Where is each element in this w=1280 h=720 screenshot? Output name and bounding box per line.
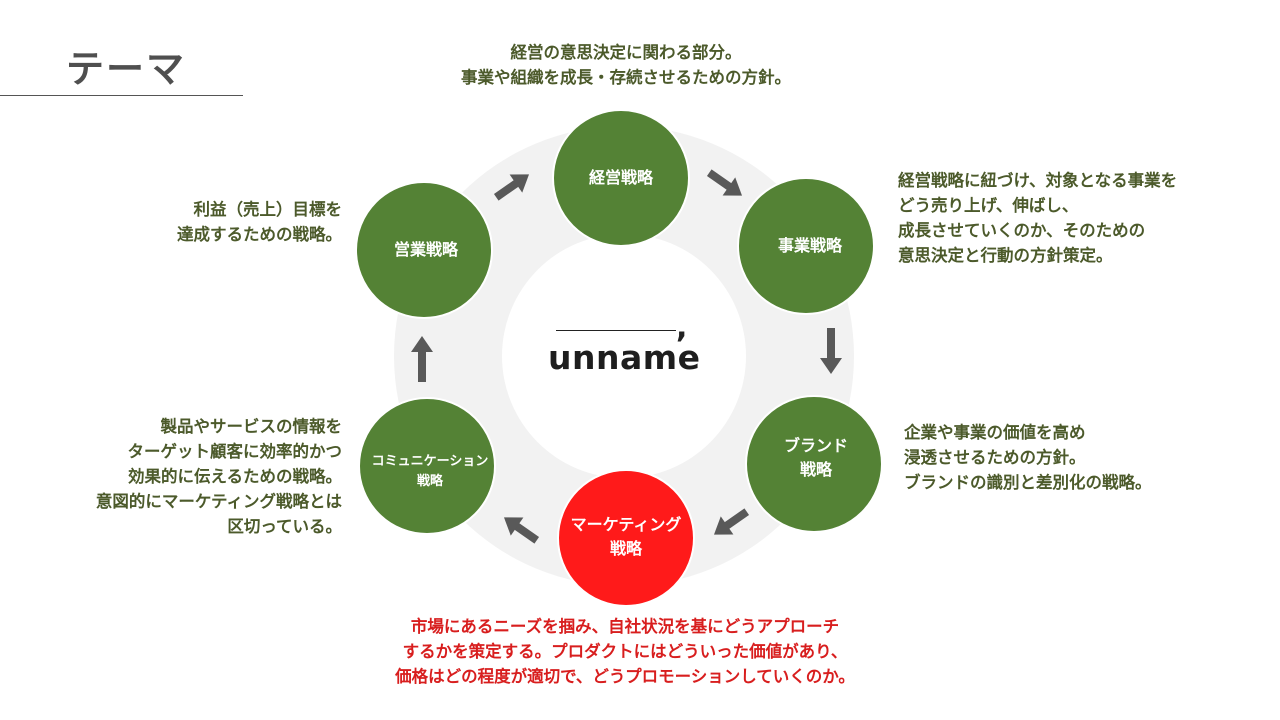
arrow-communication-to-eigyo xyxy=(411,336,433,382)
node-label-keiei: 経営戦略 xyxy=(588,168,654,187)
desc-jigyo: 経営戦略に紐づけ、対象となる事業を どう売り上げ、伸ばし、 成長させていくのか、… xyxy=(898,171,1178,265)
logo-underline-mark xyxy=(556,330,676,331)
page-title: テーマ xyxy=(66,47,187,91)
inner-ring-hole xyxy=(502,234,746,478)
arrow-eigyo-to-keiei xyxy=(493,174,530,201)
node-eigyo[interactable] xyxy=(355,181,493,319)
node-jigyo[interactable] xyxy=(737,177,875,315)
desc-marketing: 市場にあるニーズを掴み、自社状況を基にどうアプローチ するかを策定する。プロダク… xyxy=(395,617,855,686)
desc-brand: 企業や事業の価値を高め 浸透させるための方針。 ブランドの識別と差別化の戦略。 xyxy=(904,423,1152,492)
arrow-keiei-to-jigyo xyxy=(706,169,743,196)
title-underline xyxy=(0,95,243,96)
desc-eigyo: 利益（売上）目標を 達成するための戦略。 xyxy=(177,200,342,244)
node-label-communication: コミュニケーション 戦略 xyxy=(371,454,489,489)
node-marketing[interactable] xyxy=(557,469,695,607)
logo-comma-mark: , xyxy=(676,310,688,345)
node-label-brand: ブランド 戦略 xyxy=(783,436,849,479)
node-label-marketing: マーケティング 戦略 xyxy=(570,515,682,558)
arrow-marketing-to-communication xyxy=(503,517,540,544)
node-label-jigyo: 事業戦略 xyxy=(777,236,843,255)
node-label-eigyo: 営業戦略 xyxy=(393,240,459,259)
desc-communication: 製品やサービスの情報を ターゲット顧客に効率的かつ 効果的に伝えるための戦略。 … xyxy=(95,417,342,536)
arrow-brand-to-marketing xyxy=(713,508,750,535)
node-communication[interactable] xyxy=(358,397,496,535)
node-keiei[interactable] xyxy=(552,109,690,247)
logo-wordmark: unname xyxy=(548,338,701,377)
arrow-jigyo-to-brand xyxy=(820,328,842,374)
unname-logo: , unname xyxy=(548,310,701,380)
node-brand[interactable] xyxy=(745,395,883,533)
desc-keiei: 経営の意思決定に関わる部分。 事業や組織を成長・存続させるための方針。 xyxy=(461,43,791,87)
